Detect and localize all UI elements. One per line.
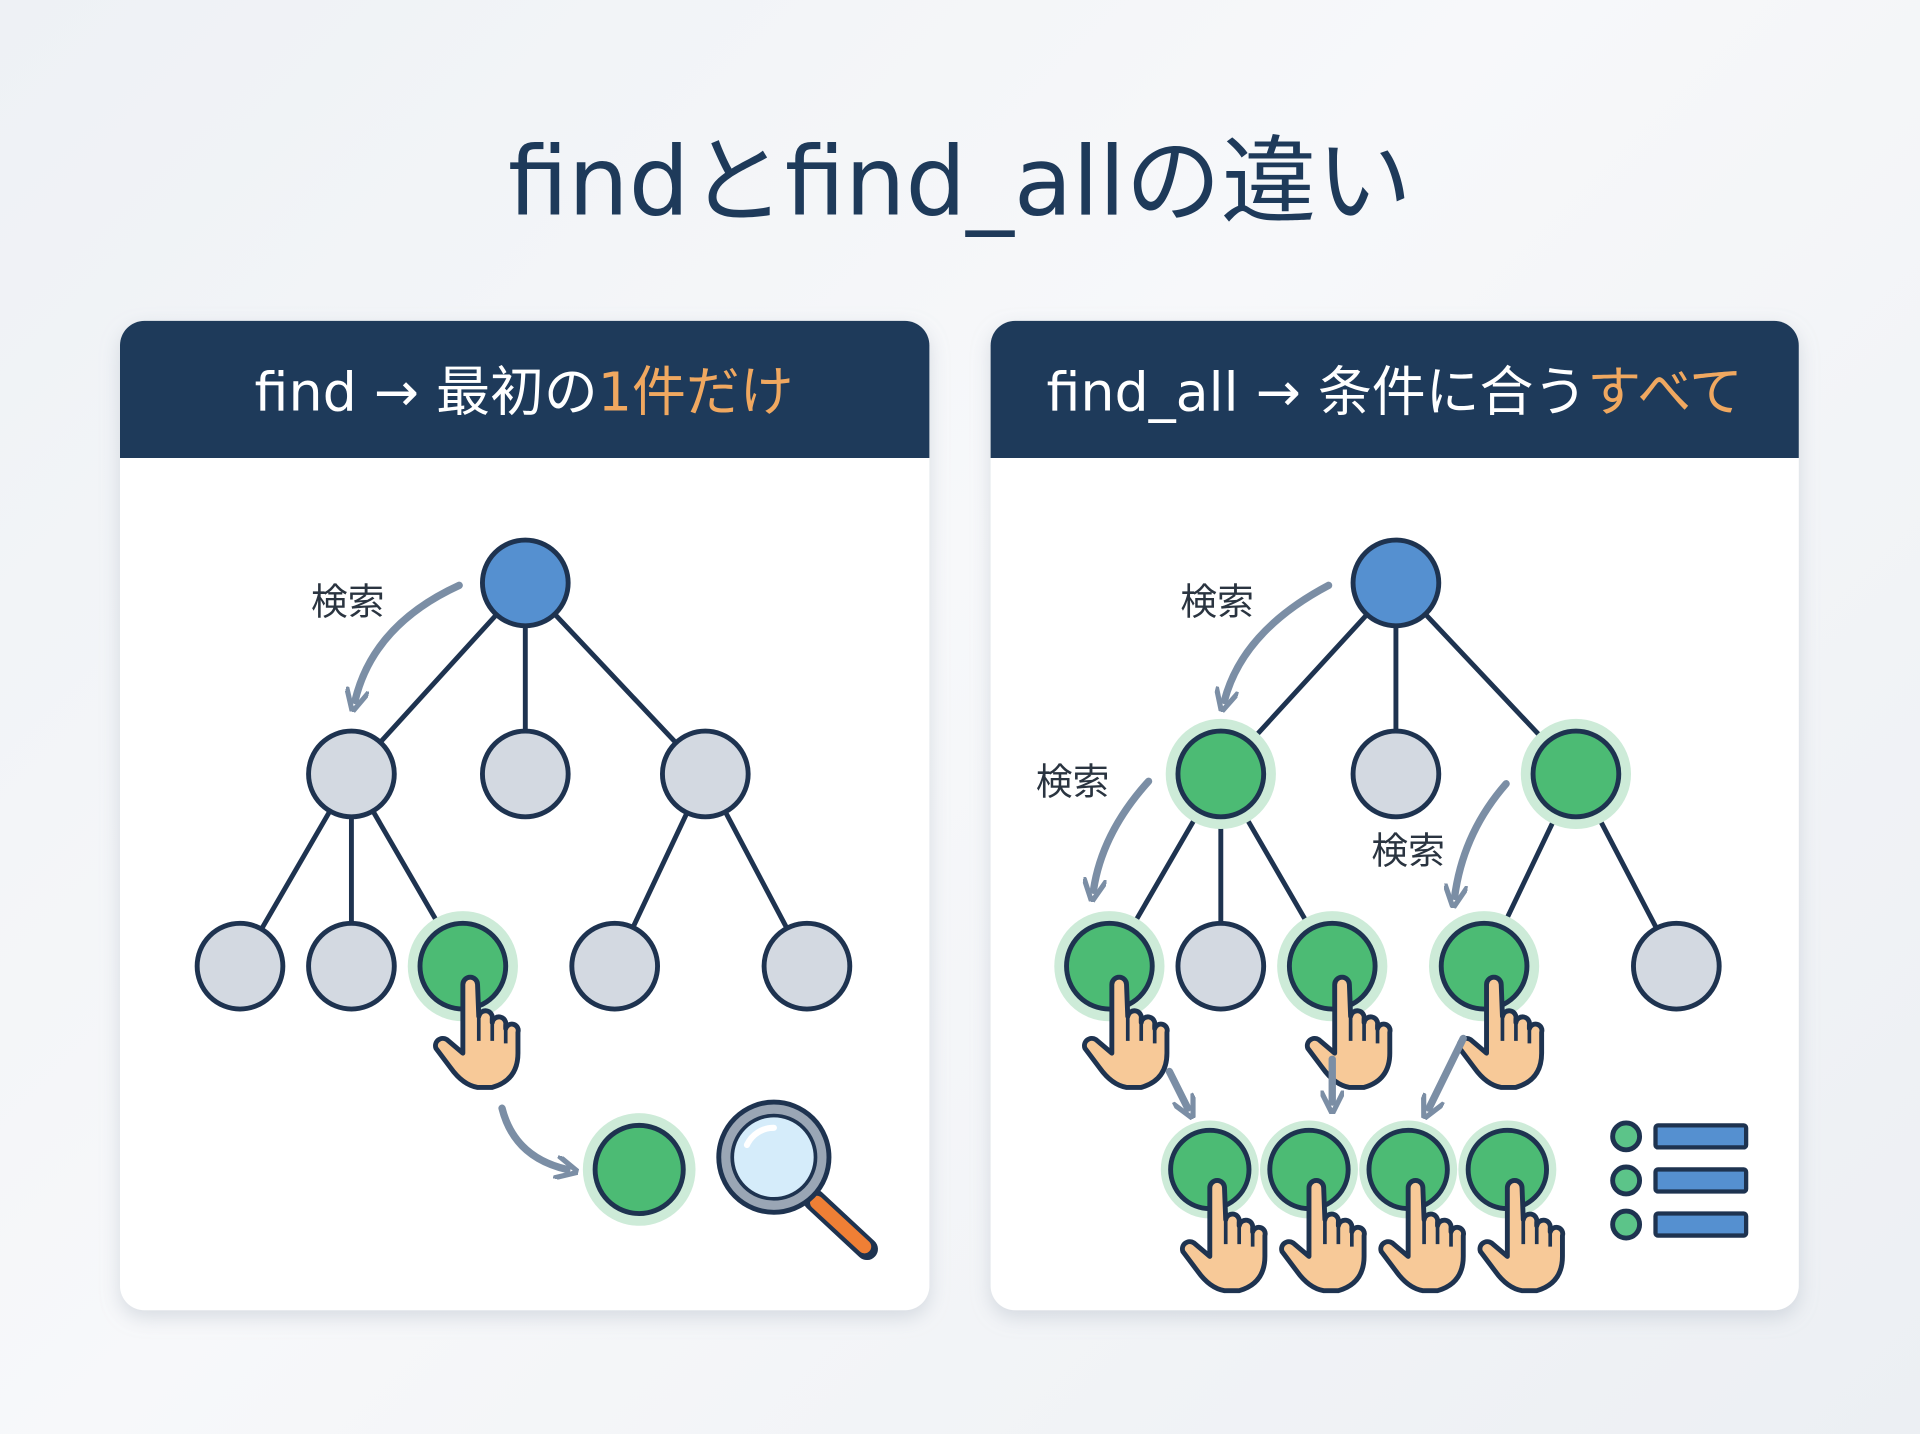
find-header-text: find → 最初の1件だけ: [255, 360, 794, 423]
list-icon: [1610, 1120, 1749, 1241]
search-label: 検索: [1036, 761, 1109, 804]
magnifier-icon: [716, 1099, 878, 1261]
find-panel-header: [120, 320, 930, 459]
search-label: 検索: [311, 581, 384, 624]
root-node: [1350, 537, 1442, 629]
find-all-header-text: find_all → 条件に合うすべて: [1046, 360, 1742, 423]
find-all-panel: find_all → 条件に合うすべて 検索 検索 検索: [990, 320, 1799, 1311]
find-tree: [194, 537, 853, 1087]
find-panel: find → 最初の1件だけ 検索: [120, 320, 930, 1311]
result-node: [592, 1122, 686, 1216]
root-node: [480, 537, 571, 629]
search-label: 検索: [1371, 829, 1444, 872]
find-all-panel-header: [990, 320, 1799, 459]
collected-results: [1160, 1120, 1563, 1290]
page-title: findとfind_allの違い: [508, 125, 1412, 237]
search-label: 検索: [1180, 581, 1253, 624]
find-all-tree: [1054, 537, 1722, 1087]
